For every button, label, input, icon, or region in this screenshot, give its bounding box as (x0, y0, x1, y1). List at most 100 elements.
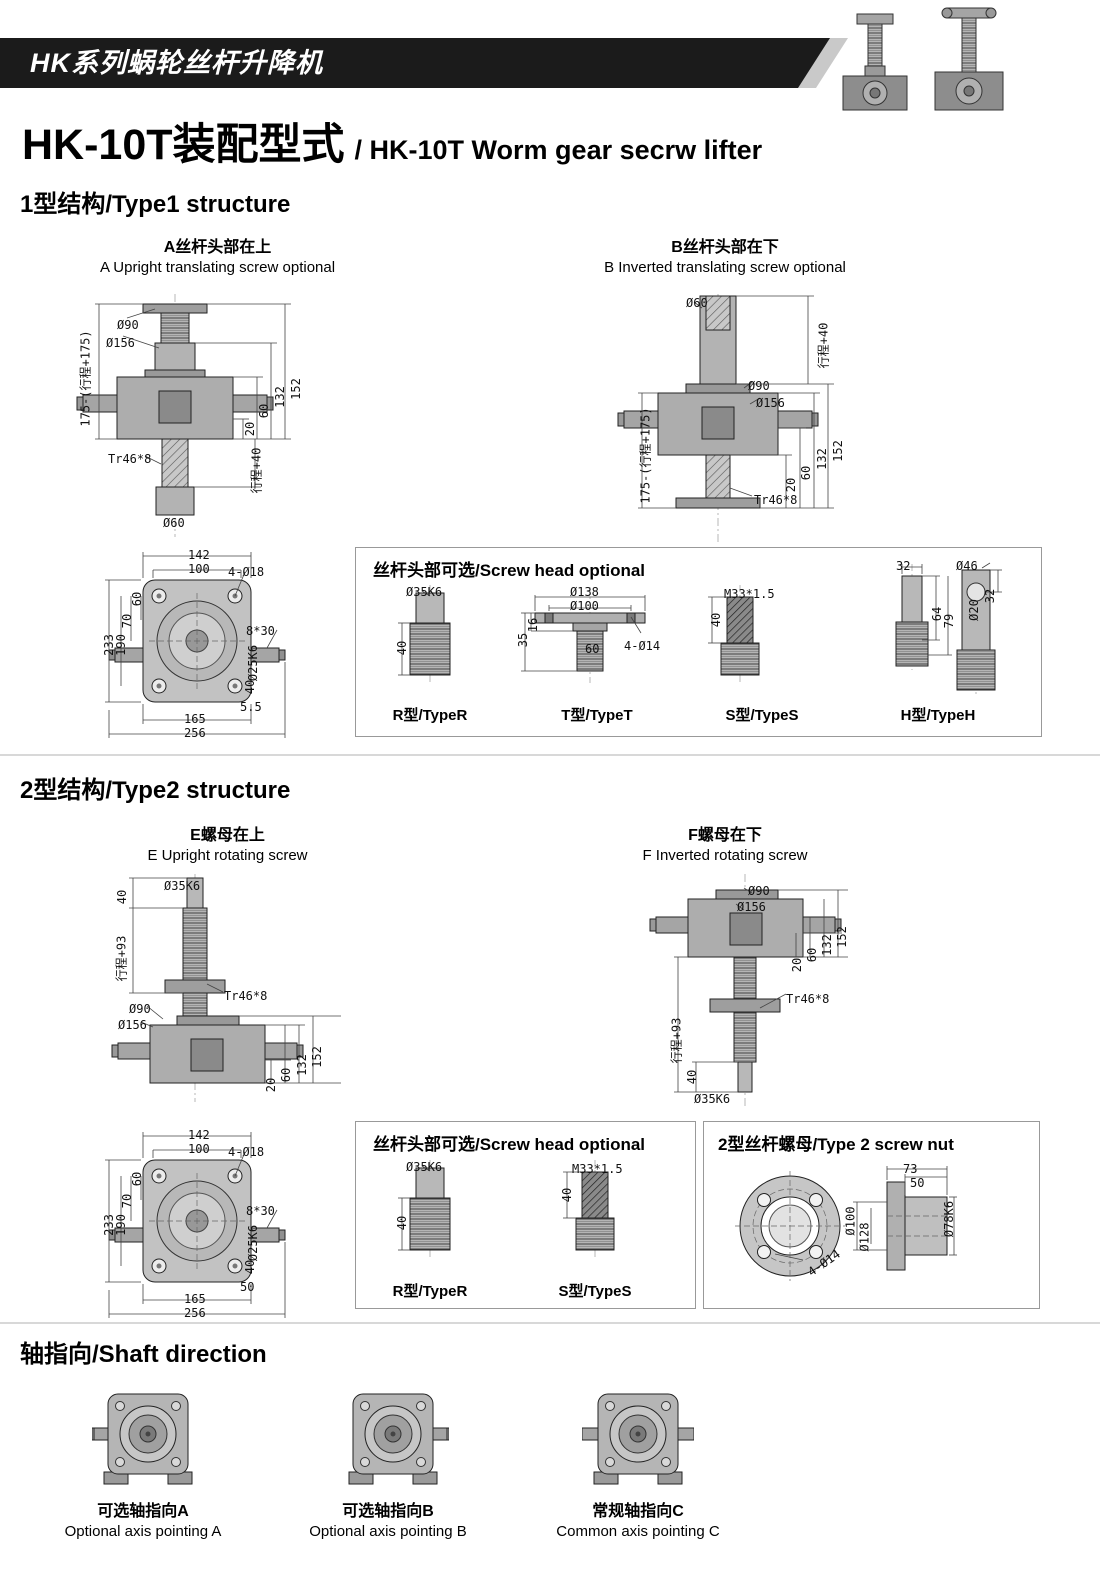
caption-view-f-en: F Inverted rotating screw (642, 847, 808, 864)
screw2-type-s-label: S型/TypeS (558, 1283, 632, 1300)
dim-label: 40 (243, 1259, 258, 1275)
caption-shaft-c: 常规轴指向C Common axis pointing C (523, 1502, 753, 1542)
drawing-screw-type-t (521, 587, 646, 683)
dim-label: 233 (101, 1214, 116, 1236)
drawing-type2-f (649, 874, 848, 1107)
dim-label: 152 (830, 440, 845, 462)
dim-label: 79 (942, 613, 957, 629)
dim-label: Ø156 (756, 396, 785, 410)
screw-type-r-label: R型/TypeR (392, 707, 468, 724)
dim-label: Ø20 (966, 599, 981, 621)
dim-label: Ø90 (748, 379, 770, 393)
dim-label: 4-Ø14 (624, 639, 661, 653)
dim-label: Tr46*8 (108, 452, 152, 466)
dim-label: 40 (560, 1187, 575, 1203)
dim-label: 8*30 (246, 1204, 275, 1218)
dim-label: 132 (814, 448, 829, 470)
dim-label: Ø100 (570, 599, 599, 613)
page-title-cn: HK-10T装配型式 (22, 121, 345, 169)
dim-label: 40 (685, 1069, 700, 1085)
dim-label: 60 (799, 465, 814, 481)
caption-shaft-c-en: Common axis pointing C (556, 1523, 720, 1540)
caption-shaft-a-en: Optional axis pointing A (64, 1523, 222, 1540)
dim-label: M33*1.5 (572, 1162, 623, 1176)
dim-label: 40 (115, 889, 130, 905)
drawing-type2-e (111, 874, 341, 1102)
caption-view-e: E螺母在上 E Upright rotating screw (95, 826, 360, 866)
gearbox-icon-c (582, 1393, 694, 1485)
dim-label: 175-(行程+175) (78, 330, 93, 427)
dim-label: Ø156 (106, 336, 135, 350)
series-banner: HK系列蜗轮丝杆升降机 (0, 38, 830, 88)
dim-label: 40 (395, 640, 410, 656)
dim-label: Ø25K6 (246, 1224, 261, 1262)
dim-label: 165 (184, 1292, 206, 1306)
dim-label: 132 (272, 386, 287, 408)
dim-label: Ø128 (857, 1222, 872, 1252)
dim-label: Ø100 (843, 1206, 858, 1236)
drawing-screw-nut (735, 1166, 957, 1281)
caption-view-f-cn: F螺母在下 (688, 827, 762, 844)
dim-label: 152 (288, 378, 303, 400)
dim-label: Ø90 (117, 318, 139, 332)
dim-label: Ø46 (956, 559, 978, 573)
caption-shaft-b: 可选轴指向B Optional axis pointing B (278, 1502, 498, 1542)
dim-label: 60 (585, 642, 600, 656)
dim-label: 行程+93 (114, 935, 129, 982)
caption-view-a: A丝杆头部在上 A Upright translating screw opti… (85, 238, 350, 278)
dim-label: 8*30 (246, 624, 275, 638)
dim-label: 132 (819, 934, 834, 956)
caption-shaft-c-cn: 常规轴指向C (592, 1503, 684, 1520)
dim-label: Ø35K6 (694, 1092, 731, 1106)
caption-shaft-a: 可选轴指向A Optional axis pointing A (33, 1502, 253, 1542)
dim-label: Ø25K6 (246, 644, 261, 682)
dim-label: 20 (264, 1077, 279, 1093)
drawing-screw-type-h (895, 562, 1002, 694)
caption-shaft-b-en: Optional axis pointing B (309, 1523, 467, 1540)
dim-label: 256 (184, 726, 206, 740)
dim-label: 70 (120, 1193, 135, 1209)
dim-label: 35 (516, 632, 531, 648)
dim-label: Ø35K6 (406, 585, 443, 599)
dim-label: 60 (279, 1067, 294, 1083)
dim-label: 20 (243, 421, 258, 437)
dim-label: Ø60 (686, 296, 708, 310)
dim-label: 行程+40 (249, 447, 264, 494)
dim-label: 60 (257, 403, 272, 419)
caption-view-a-cn: A丝杆头部在上 (163, 239, 272, 256)
caption-view-b-en: B Inverted translating screw optional (604, 259, 846, 276)
section-divider (0, 754, 1100, 756)
dim-label: 32 (983, 588, 998, 604)
section-heading-shaft-direction: 轴指向/Shaft direction (20, 1341, 267, 1368)
screw-head-box-type1-title: 丝杆头部可选/Screw head optional (373, 561, 646, 580)
dim-label: M33*1.5 (724, 587, 775, 601)
dim-label: 4-Ø18 (228, 565, 265, 579)
gearbox-icon-a (92, 1393, 193, 1485)
dim-label: Ø78K6 (942, 1200, 957, 1238)
dim-label: 256 (184, 1306, 206, 1320)
caption-shaft-b-cn: 可选轴指向B (342, 1503, 434, 1520)
dim-label: 50 (910, 1176, 925, 1190)
dim-label: Ø156 (737, 900, 766, 914)
dim-label: 16 (526, 617, 541, 633)
dim-label: Ø156 (118, 1018, 147, 1032)
dim-label: 40 (709, 612, 724, 628)
dim-label: 190 (113, 634, 128, 656)
dim-label: 5.5 (240, 700, 262, 714)
dim-label: 100 (188, 562, 210, 576)
page-title: HK-10T装配型式 / HK-10T Worm gear secrw lift… (22, 110, 762, 172)
dim-label: 100 (188, 1142, 210, 1156)
dim-label: 60 (130, 591, 145, 607)
drawing-screw2-type-r (397, 1159, 451, 1259)
dim-label: Ø35K6 (164, 879, 201, 893)
dim-label: 40 (395, 1215, 410, 1231)
dim-label: 32 (896, 559, 911, 573)
series-banner-text: HK系列蜗轮丝杆升降机 (30, 48, 323, 78)
dim-label: Ø90 (748, 884, 770, 898)
dim-label: 70 (120, 613, 135, 629)
dim-label: 152 (309, 1046, 324, 1068)
screw-nut-box-title: 2型丝杆螺母/Type 2 screw nut (718, 1135, 954, 1154)
caption-view-b: B丝杆头部在下 B Inverted translating screw opt… (565, 238, 885, 278)
dim-label: Ø35K6 (406, 1160, 443, 1174)
dim-label: 40 (243, 679, 258, 695)
